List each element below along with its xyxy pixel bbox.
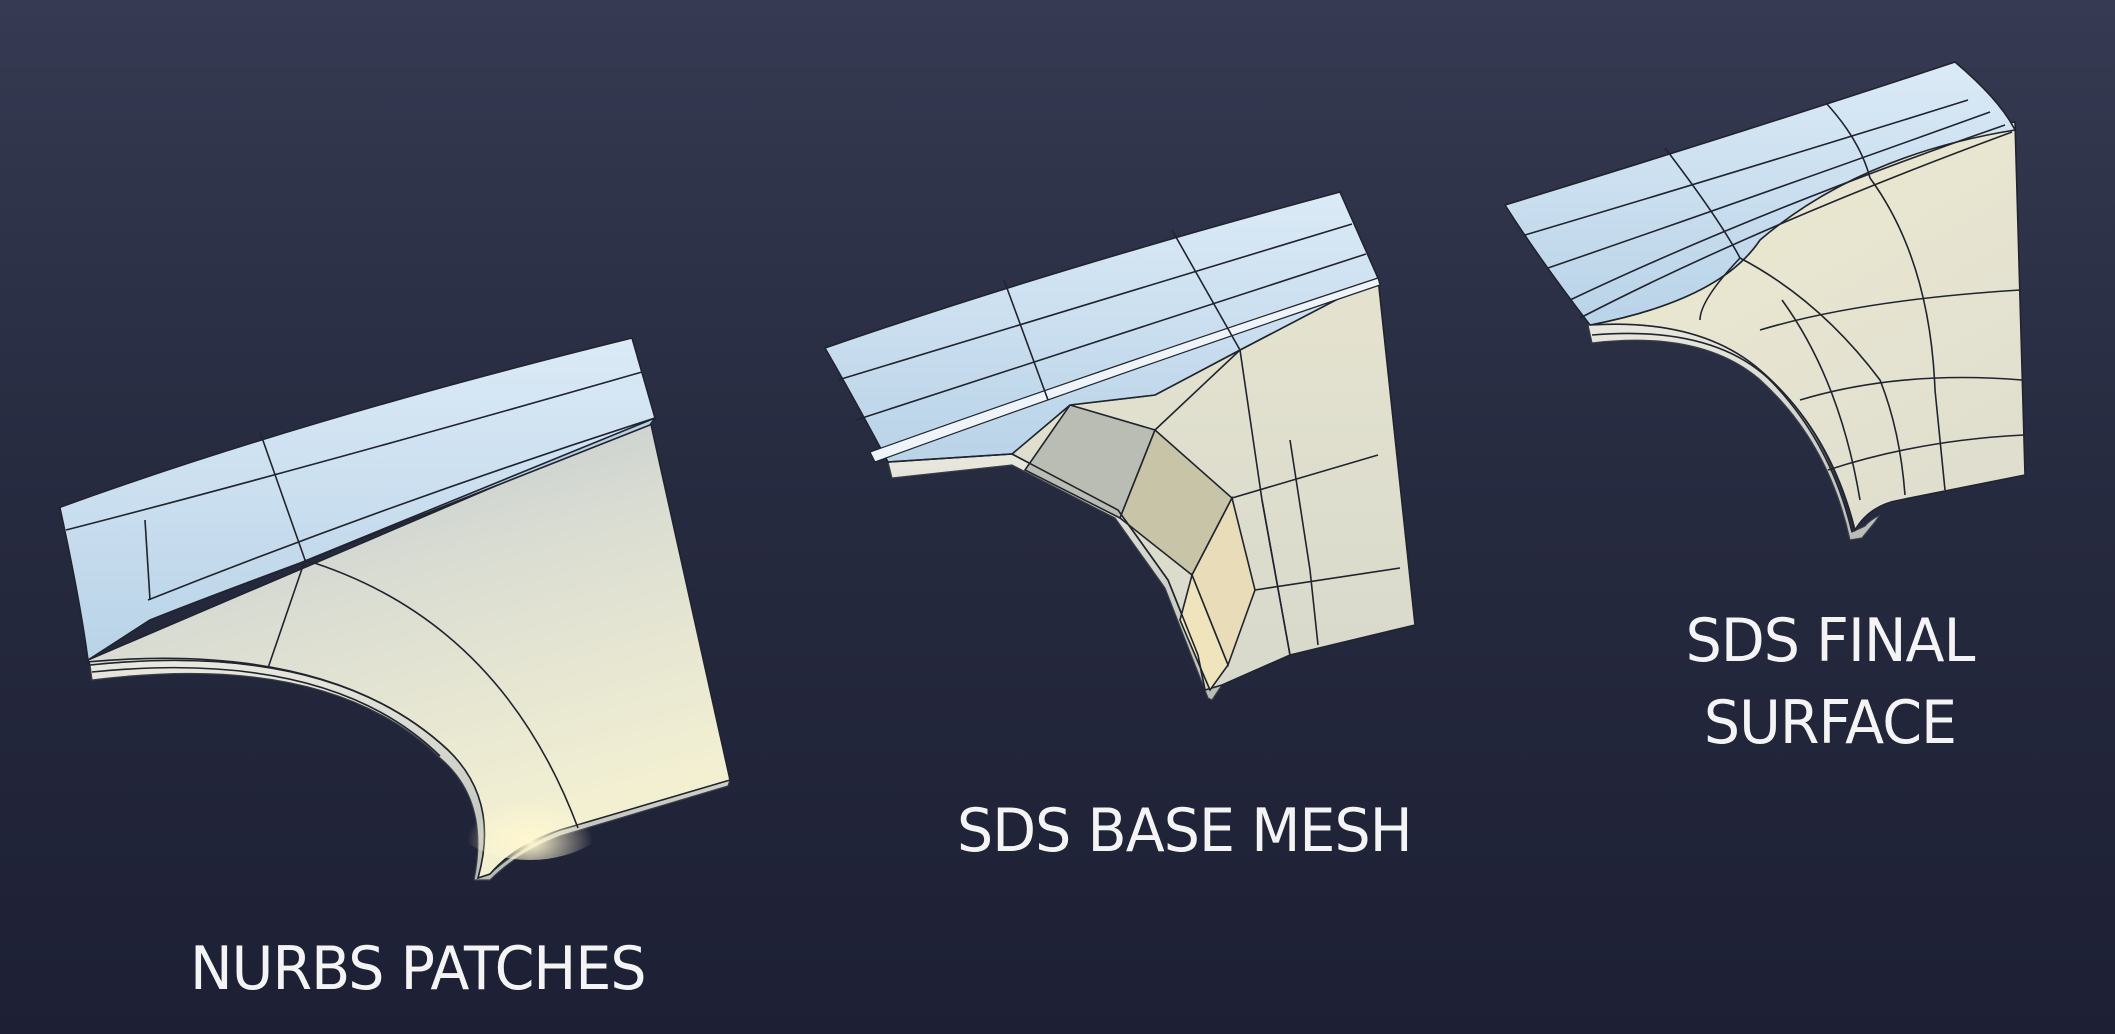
base-quad-warm2 <box>1179 572 1229 692</box>
caption-sds-final-surface: SDS FINAL SURFACE <box>1669 600 1992 764</box>
sds-final-surface-model <box>1503 61 2026 541</box>
base-flange-strip <box>869 277 1381 463</box>
caption-nurbs-patches: NURBS PATCHES <box>189 934 647 1004</box>
caption-sds-base-mesh: SDS BASE MESH <box>956 796 1413 866</box>
nurbs-highlight <box>440 740 620 860</box>
nurbs-flange-top <box>57 337 656 662</box>
sds-base-mesh-model <box>823 191 1416 701</box>
nurbs-patches-model <box>57 337 731 881</box>
caption-final-line1: SDS FINAL <box>1685 606 1976 676</box>
base-flange-top <box>823 191 1380 463</box>
caption-final-line2: SURFACE <box>1703 688 1957 758</box>
